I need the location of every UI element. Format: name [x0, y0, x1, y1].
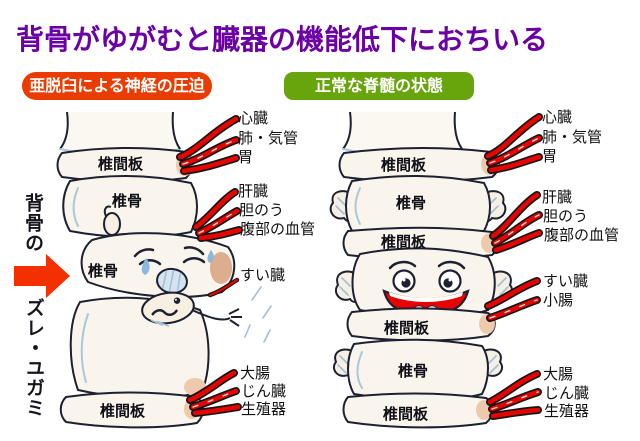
- spine-part-label: 椎間板: [383, 405, 429, 423]
- organ-label: 腹部の血管: [240, 220, 316, 238]
- organ-label: 胆のう: [239, 201, 285, 219]
- organ-label: すい臓: [240, 266, 286, 284]
- organ-label: 肝臓: [542, 188, 573, 206]
- organ-label: 胆のう: [543, 207, 589, 225]
- spine-part-label: 椎間板: [98, 155, 144, 173]
- sweat-drop-icon: [141, 258, 150, 275]
- spine-part-label: 椎間板: [381, 156, 427, 174]
- organ-label: 心臓: [542, 108, 573, 126]
- spine-part-label: 椎骨: [112, 192, 143, 210]
- organ-label: すい臓: [543, 272, 589, 290]
- side-note-bottom: ズレ・ユガミ: [23, 298, 45, 418]
- spine-part-label: 椎間板: [384, 319, 430, 337]
- organ-label: 大腸: [240, 364, 271, 382]
- reaching-hand-icon: [191, 308, 242, 327]
- motion-lines: [244, 286, 272, 343]
- spine-part-label: 椎間板: [100, 402, 146, 420]
- spine-part-label: 椎骨: [398, 362, 429, 380]
- right-panel-badge: 正常な脊髄の状態: [284, 72, 474, 100]
- spine-part-label: 椎骨: [396, 194, 427, 212]
- side-note-top: 背骨の: [22, 193, 44, 253]
- organ-label: 生殖器: [544, 402, 590, 420]
- organ-label: 胃: [238, 148, 254, 166]
- left-spine-illustration: [56, 111, 272, 429]
- right-nerves: [484, 113, 543, 420]
- organ-label: じん臓: [241, 382, 287, 400]
- arrow-right-icon: [14, 254, 70, 298]
- organ-label: 胃: [542, 147, 558, 165]
- spine-part-label: 椎骨: [88, 262, 119, 280]
- organ-label: 生殖器: [241, 400, 287, 418]
- page-title: 背骨がゆがむと臓器の機能低下におちいる: [16, 23, 549, 56]
- organ-label: 肺・気管: [542, 128, 603, 146]
- happy-vertebra-illustration: [351, 247, 496, 319]
- spine-part-label: 椎間板: [381, 233, 427, 251]
- left-nerves: [176, 115, 243, 417]
- left-panel-badge: 亜脱臼による神経の圧迫: [22, 72, 212, 100]
- organ-label: 腹部の血管: [544, 226, 620, 244]
- pinched-nerve-face-lower: [141, 291, 195, 327]
- crying-vertebra-illustration: [80, 232, 236, 298]
- sweat-drop-icon: [207, 250, 214, 263]
- organ-label: 心臓: [238, 109, 269, 127]
- organ-label: 肝臓: [238, 182, 269, 200]
- organ-label: 肺・気管: [238, 129, 299, 147]
- organ-label: 小腸: [543, 291, 574, 309]
- right-spine-illustration: [329, 111, 543, 429]
- organ-label: じん臓: [544, 384, 590, 402]
- organ-label: 大腸: [543, 365, 574, 383]
